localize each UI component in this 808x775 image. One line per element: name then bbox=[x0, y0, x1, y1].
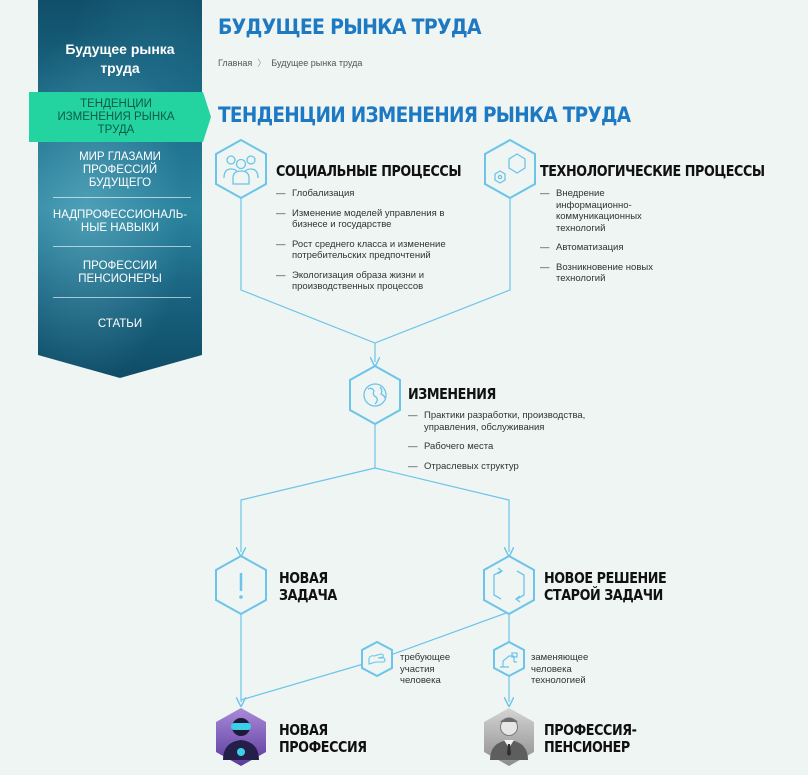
social-processes-list: Глобализация Изменение моделей управлени… bbox=[276, 188, 451, 301]
sidebar-item-soft-skills[interactable]: НАДПРОФЕССИОНАЛЬ-НЫЕ НАВЫКИ bbox=[52, 209, 188, 234]
changes-list: Практики разработки, производства, управ… bbox=[408, 410, 623, 480]
sidebar-item-articles[interactable]: СТАТЬИ bbox=[97, 318, 143, 330]
note-line: технологией bbox=[531, 675, 586, 686]
sidebar-item-world-of-professions[interactable]: МИР ГЛАЗАМИ ПРОФЕССИЙ БУДУЩЕГО bbox=[79, 151, 161, 189]
suit-person-avatar bbox=[484, 708, 534, 766]
heading-line: НОВАЯ bbox=[279, 569, 328, 587]
sidebar-divider bbox=[53, 297, 191, 298]
exclamation-icon bbox=[215, 554, 267, 616]
heading-line: СТАРОЙ ЗАДАЧИ bbox=[544, 586, 663, 604]
list-item: Экологизация образа жизни и производстве… bbox=[276, 270, 451, 293]
sidebar-item-label: ТЕНДЕНЦИИ ИЗМЕНЕНИЯ РЫНКА ТРУДА bbox=[57, 97, 175, 136]
sidebar-item-retired-professions[interactable]: ПРОФЕССИИ ПЕНСИОНЕРЫ bbox=[78, 260, 162, 285]
new-solution-heading: НОВОЕ РЕШЕНИЕ СТАРОЙ ЗАДАЧИ bbox=[544, 569, 667, 604]
new-profession-heading: НОВАЯ ПРОФЕССИЯ bbox=[279, 722, 367, 756]
vr-person-avatar bbox=[216, 708, 266, 766]
section-title: ТЕНДЕНЦИИ ИЗМЕНЕНИЯ РЫНКА ТРУДА bbox=[218, 103, 631, 127]
heading-line: НОВОЕ РЕШЕНИЕ bbox=[544, 569, 667, 587]
note-line: человека bbox=[400, 675, 441, 686]
social-processes-heading: СОЦИАЛЬНЫЕ ПРОЦЕССЫ bbox=[276, 162, 462, 180]
people-group-icon bbox=[215, 138, 267, 200]
list-item: Внедрение информационно-коммуникационных… bbox=[540, 188, 670, 234]
list-item: Отраслевых структур bbox=[408, 461, 623, 473]
sidebar-item-trends-active[interactable]: ТЕНДЕНЦИИ ИЗМЕНЕНИЯ РЫНКА ТРУДА bbox=[29, 92, 211, 142]
note-line: заменяющее bbox=[531, 652, 589, 663]
hand-icon bbox=[361, 640, 393, 678]
sidebar: Будущее рынка труда МИР ГЛАЗАМИ ПРОФЕССИ… bbox=[38, 0, 202, 378]
note-line: человека bbox=[531, 663, 572, 675]
robot-arm-icon bbox=[493, 640, 525, 678]
retired-profession-heading: ПРОФЕССИЯ- ПЕНСИОНЕР bbox=[544, 721, 637, 756]
sidebar-divider bbox=[53, 246, 191, 247]
list-item: Возникновение новых технологий bbox=[540, 262, 670, 285]
globe-icon bbox=[349, 364, 401, 426]
hexagons-icon bbox=[484, 138, 536, 200]
breadcrumb: Главная 〉 Будущее рынка труда bbox=[218, 56, 362, 69]
note-line: участия bbox=[400, 663, 435, 675]
page-title: БУДУЩЕЕ РЫНКА ТРУДА bbox=[218, 15, 482, 39]
chevron-right-icon: 〉 bbox=[257, 58, 267, 68]
changes-heading: ИЗМЕНЕНИЯ bbox=[408, 385, 496, 403]
heading-line: ПЕНСИОНЕР bbox=[544, 738, 630, 756]
sidebar-title[interactable]: Будущее рынка труда bbox=[65, 41, 175, 76]
replaces-human-note: заменяющее человека технологией bbox=[531, 652, 588, 687]
new-task-heading: НОВАЯ ЗАДАЧА bbox=[279, 570, 337, 604]
breadcrumb-current: Будущее рынка труда bbox=[271, 58, 363, 68]
list-item: Рост среднего класса и изменение потреби… bbox=[276, 239, 451, 262]
tech-processes-heading: ТЕХНОЛОГИЧЕСКИЕ ПРОЦЕССЫ bbox=[540, 162, 765, 180]
list-item: Изменение моделей управления в бизнесе и… bbox=[276, 208, 451, 231]
list-item: Рабочего места bbox=[408, 441, 623, 453]
heading-line: ПРОФЕССИЯ bbox=[279, 738, 367, 756]
cycle-arrows-icon bbox=[483, 554, 535, 616]
heading-line: ПРОФЕССИЯ- bbox=[544, 721, 637, 739]
heading-line: ЗАДАЧА bbox=[279, 586, 337, 604]
breadcrumb-home-link[interactable]: Главная bbox=[218, 58, 253, 68]
tech-processes-list: Внедрение информационно-коммуникационных… bbox=[540, 188, 670, 293]
note-line: требующее bbox=[400, 652, 451, 663]
list-item: Глобализация bbox=[276, 188, 451, 200]
list-item: Практики разработки, производства, управ… bbox=[408, 410, 623, 433]
requires-human-note: требующее участия человека bbox=[400, 652, 450, 687]
list-item: Автоматизация bbox=[540, 242, 670, 254]
heading-line: НОВАЯ bbox=[279, 721, 328, 739]
sidebar-divider bbox=[53, 197, 191, 198]
